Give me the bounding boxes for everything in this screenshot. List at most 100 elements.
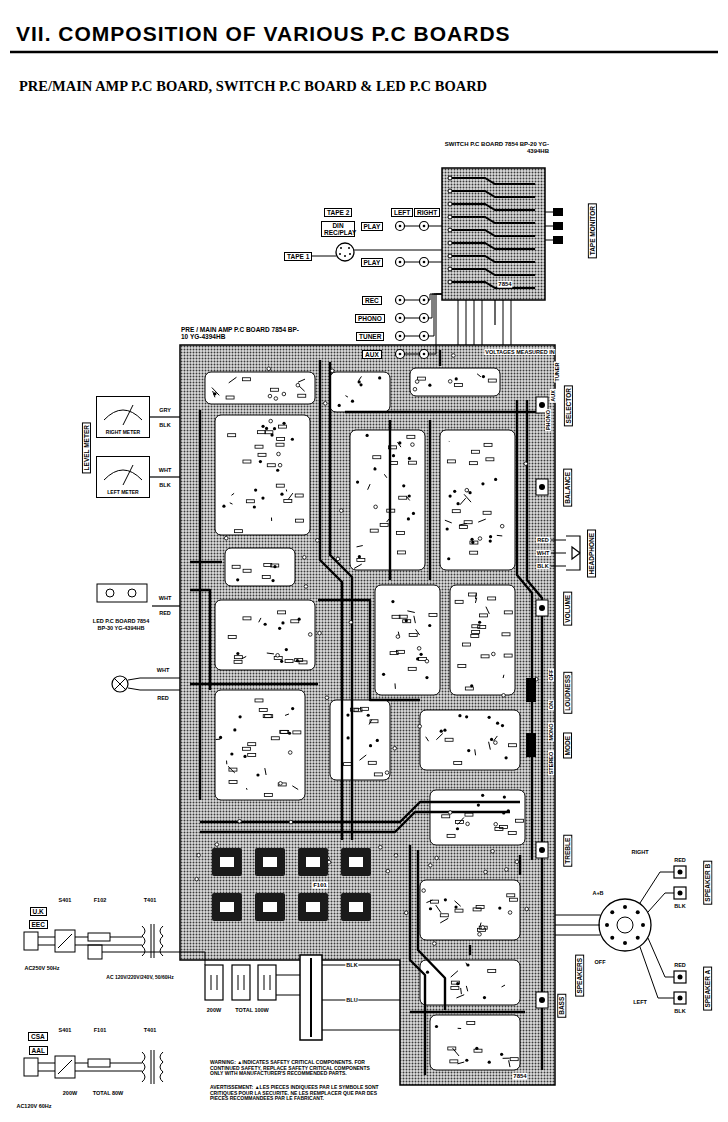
resistor-symbol: [474, 1049, 482, 1052]
switch-blade: [58, 1060, 72, 1074]
copper-trace: [517, 400, 532, 860]
wire: [551, 566, 566, 567]
part-label: ON: [548, 700, 554, 710]
speaker-terminal: [674, 992, 686, 1004]
switch-board: SWITCH P.C BOARD 7854 BP-20 YG-4394HB: [440, 140, 550, 300]
solder-pad: [505, 868, 509, 872]
copper-trace: [450, 269, 535, 275]
solder-pad: [351, 400, 354, 403]
trace: [397, 442, 401, 447]
ac-outlet: [205, 965, 223, 1000]
solder-pad: [452, 354, 456, 358]
solder-pad: [429, 864, 433, 868]
outlet-slot: [270, 975, 271, 990]
resistor-symbol: [255, 445, 263, 448]
wire: [405, 300, 420, 301]
resistor-symbol: [267, 464, 275, 467]
fuse-block-center: [220, 902, 234, 912]
resistor-symbol: [502, 633, 510, 636]
power-switch: [55, 930, 75, 952]
wire: [555, 925, 600, 926]
tape-monitor-switch: [553, 208, 563, 216]
node-text: SPEAKER A: [704, 969, 711, 1007]
wire: [405, 226, 420, 227]
component-area: [375, 585, 440, 695]
resistor-symbol: [243, 747, 251, 750]
resistor-symbol: [295, 494, 303, 497]
solder-pad: [448, 267, 452, 271]
solder-pad: [408, 494, 411, 497]
node-text: SPEAKER B: [704, 863, 711, 901]
part-label: WHT: [156, 667, 171, 673]
panel-tag: U.K: [30, 907, 47, 916]
meter-needle: [123, 465, 133, 485]
solder-pad: [303, 556, 307, 560]
resistor-symbol: [470, 541, 478, 544]
trace: [466, 986, 467, 991]
solder-pad: [448, 811, 452, 815]
trace: [407, 611, 414, 613]
fuse-block: [298, 893, 328, 921]
part-label: RED: [673, 857, 687, 863]
resistor-symbol: [255, 699, 263, 702]
transformer-coil: [142, 1052, 145, 1082]
part-label: F101: [93, 1027, 108, 1033]
node-text: PLAY: [364, 259, 381, 266]
resistor-symbol: [276, 443, 284, 446]
solder-pad: [494, 741, 498, 745]
rca-jack-pin: [399, 261, 402, 264]
meter-scale: [104, 410, 142, 420]
copper-trace: [527, 400, 542, 1070]
resistor-symbol: [470, 551, 478, 554]
solder-pad: [393, 746, 397, 750]
part-label: BLK: [673, 903, 686, 909]
trace: [374, 467, 376, 468]
wire: [322, 1030, 400, 1031]
part-label: BLK: [673, 1008, 686, 1014]
solder-pad: [279, 782, 283, 786]
resistor-symbol: [265, 431, 273, 434]
wire: [128, 678, 180, 690]
solder-pad: [426, 971, 429, 974]
solder-pad: [498, 906, 501, 909]
solder-pad: [265, 427, 268, 430]
resistor-symbol: [451, 986, 459, 989]
ribbon-wire: [511, 300, 512, 345]
page-title: VII. COMPOSITION OF VARIOUS P.C BOARDS: [16, 22, 511, 46]
solder-pad: [386, 869, 390, 873]
part-label: BLU: [345, 997, 358, 1003]
ribbon-wire: [458, 300, 459, 345]
potentiometer-shaft: [539, 847, 545, 853]
trace: [475, 593, 477, 599]
resistor-symbol: [234, 530, 242, 533]
part-label: WHT: [158, 595, 173, 601]
node-text: SELECTOR: [564, 388, 571, 423]
trace: [368, 484, 370, 490]
solder-pad: [481, 794, 484, 797]
node-text: TAPE 1: [287, 253, 309, 260]
part-label: WARNING: ▲INDICATES SAFETY CRITICAL COMP…: [209, 1060, 381, 1077]
node-text: PRE / MAIN AMP P.C BOARD 7854 BP-10 YG-4…: [181, 326, 306, 341]
trace: [456, 995, 464, 998]
resistor-symbol: [285, 660, 293, 663]
solder-pad: [219, 736, 222, 739]
copper-trace: [318, 600, 420, 700]
trace: [384, 474, 387, 478]
trace: [478, 519, 486, 522]
switch-contact: [623, 941, 627, 945]
wire: [429, 294, 443, 354]
solder-pad: [470, 538, 473, 541]
component-area: [430, 790, 525, 845]
part-label: TOTAL 100W: [234, 1007, 270, 1013]
resistor-symbol: [469, 462, 477, 465]
led-symbol: [128, 589, 136, 597]
wire: [648, 938, 674, 977]
solder-pad: [412, 512, 415, 515]
node-text: DIN REC/PLAY: [324, 222, 352, 237]
trace: [474, 749, 476, 755]
solder-pad: [525, 907, 529, 911]
solder-pad: [447, 557, 450, 560]
solder-pad: [385, 771, 389, 775]
part-label: RED: [673, 962, 687, 968]
